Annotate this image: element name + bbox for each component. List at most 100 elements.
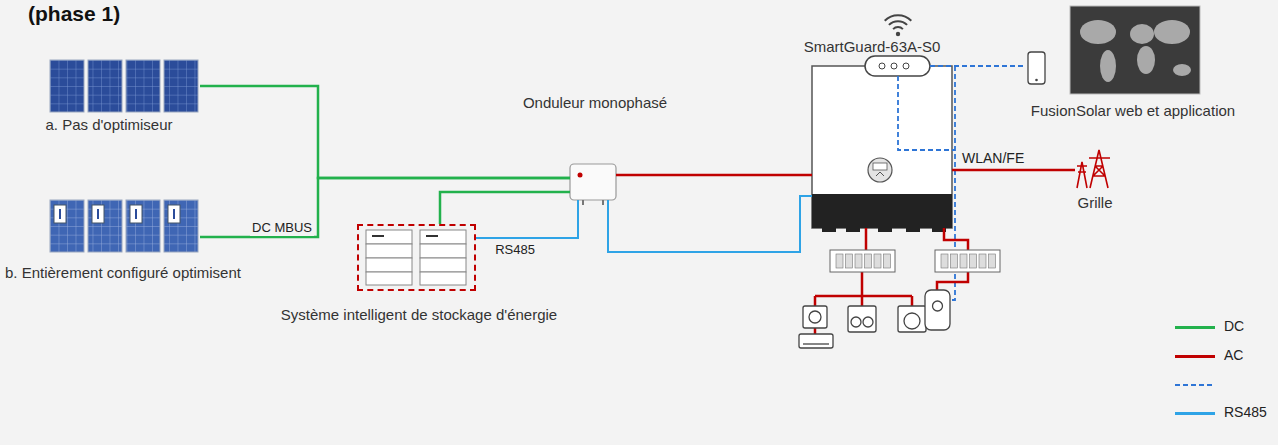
distribution-boards (951, 254, 958, 268)
world-map (1154, 20, 1190, 44)
distribution-boards (836, 254, 843, 268)
legend-label: DC (1224, 318, 1244, 334)
node-label: FusionSolar web et application (1031, 102, 1235, 119)
battery-stacks (372, 235, 438, 237)
pv-panels-plain (88, 60, 122, 112)
smartguard-housing (812, 66, 952, 232)
pv-panels-plain (164, 60, 198, 112)
appliances (898, 306, 926, 332)
link-label: WLAN/FE (962, 150, 1024, 166)
ac-cable (616, 174, 812, 177)
inverter-icon (578, 173, 583, 178)
battery-stacks (366, 230, 466, 285)
router-icon (865, 56, 930, 76)
distribution-wiring (865, 228, 868, 250)
world-map (1080, 20, 1116, 44)
dc-cable (200, 86, 570, 178)
wifi-icon (893, 27, 903, 29)
distribution-boards (836, 254, 996, 268)
battery-stacks (366, 244, 412, 258)
appliances (803, 343, 829, 344)
smartguard-housing (822, 224, 836, 232)
inverter: Onduleur monophasé (570, 164, 616, 200)
wifi-icon (885, 15, 912, 36)
distribution-boards (830, 250, 1000, 272)
appliances (799, 334, 833, 348)
cable-label: DC MBUS (250, 221, 314, 236)
diagram-title: (phase 1) (28, 2, 120, 26)
app-portal: FusionSolar web et application (1070, 6, 1200, 94)
grid-tower (1077, 162, 1087, 188)
cable-label: RS485 (493, 243, 537, 258)
power-grid: Grille (1075, 148, 1111, 188)
wlan-link (898, 76, 955, 150)
pv-panels-plain (50, 60, 84, 112)
smartguard-housing (812, 66, 952, 228)
smartguard-housing (876, 172, 884, 176)
distribution-boards (855, 254, 862, 268)
inverter-icon (570, 164, 616, 205)
battery-stacks (366, 258, 412, 272)
distribution-wiring (815, 272, 912, 306)
wifi-icon (885, 15, 912, 20)
pv-panels-optimized (88, 200, 122, 252)
rs485-cable (608, 196, 812, 252)
pv-panels-optimized (126, 200, 160, 252)
appliances (799, 290, 950, 348)
world-map (1137, 46, 1155, 74)
pv-array-optimized: b. Entièrement configuré optimisent (50, 200, 200, 252)
appliances (925, 290, 950, 330)
node-label: a. Pas d'optimiseur (45, 116, 172, 133)
legend-line (1175, 412, 1215, 415)
distribution-boards (874, 254, 881, 268)
smartguard-housing (812, 194, 952, 228)
legend-label: AC (1224, 347, 1243, 363)
wifi-icon (889, 21, 907, 25)
battery-stacks (420, 258, 466, 272)
world-map (1070, 6, 1200, 94)
smartguard-housing (846, 224, 860, 232)
smartguard-housing (868, 158, 892, 182)
battery-stacks (420, 244, 466, 258)
phone-icon (1028, 52, 1045, 84)
world-map (1130, 24, 1154, 44)
distribution-boards (979, 254, 986, 268)
legend-line (1175, 355, 1215, 358)
world-map (1100, 50, 1116, 82)
distribution-boards (865, 254, 872, 268)
appliances (851, 317, 861, 327)
router-icon (865, 56, 930, 76)
distribution-boards (846, 254, 853, 268)
appliances (904, 313, 920, 329)
router-icon (891, 63, 897, 69)
smartguard-box: SmartGuard-63A-S0 (812, 66, 952, 228)
world-map (1173, 64, 1191, 76)
legend-label: RS485 (1224, 404, 1267, 420)
smartguard-housing (873, 163, 887, 170)
grid-tower (1089, 150, 1110, 188)
ac-cable (952, 169, 1075, 172)
wlan-link (898, 66, 1026, 300)
phone-icon (1028, 52, 1045, 84)
distribution-wiring (814, 328, 817, 334)
appliances (803, 306, 827, 328)
grid-tower (1077, 150, 1110, 188)
node-label: Grille (1077, 194, 1112, 211)
pv-panels-optimized (50, 200, 84, 252)
battery-system: Système intelligent de stockage d'énergi… (357, 224, 476, 291)
router-icon (903, 63, 909, 69)
wlan-link (930, 65, 1026, 67)
wifi-icon (896, 32, 900, 36)
inverter-icon (570, 164, 616, 200)
pv-panels-plain (126, 60, 160, 112)
distribution-boards (970, 254, 977, 268)
distribution-boards (884, 254, 891, 268)
battery-stacks (366, 272, 412, 285)
pv-panels-optimized (50, 200, 198, 252)
appliances (863, 317, 873, 327)
pv-panels-plain (50, 60, 198, 112)
